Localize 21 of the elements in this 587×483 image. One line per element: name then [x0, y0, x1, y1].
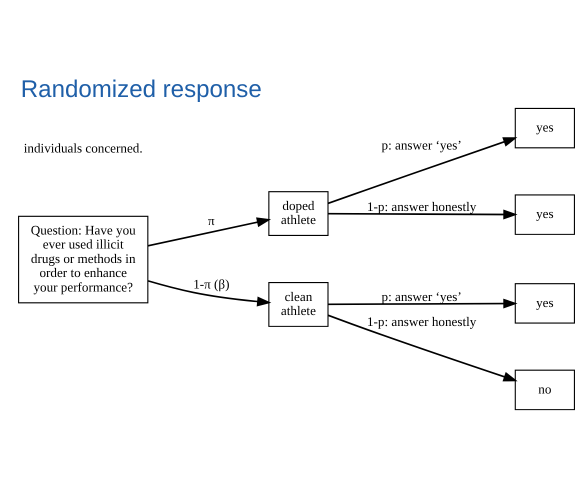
arrow: [328, 314, 518, 382]
arrow: [328, 210, 518, 220]
edge-label: 1-p: answer honestly: [366, 198, 476, 214]
label: individuals concerned.: [24, 140, 143, 156]
edge-label: 1-π (β): [193, 276, 230, 292]
arrow: [148, 280, 272, 306]
node-box: yes: [514, 283, 575, 324]
node-box: doped athlete: [268, 191, 329, 236]
arrow: [148, 217, 272, 247]
arrow: [328, 137, 518, 204]
node-box: yes: [514, 194, 575, 235]
diagram-title: Randomized response: [20, 76, 262, 104]
node-box: no: [514, 370, 575, 410]
node-box: Question: Have you ever used illicit drugs or methods in order to enhance your performance?: [18, 216, 148, 304]
arrow: [328, 298, 518, 309]
edge-label: p: answer ‘yes’: [382, 138, 462, 153]
node-box: clean athlete: [268, 282, 329, 327]
edge-label: p: answer ‘yes’: [382, 288, 462, 304]
node-box: yes: [514, 108, 575, 148]
edge-label: 1-p: answer honestly: [366, 314, 476, 329]
edge-label: π: [208, 213, 215, 228]
